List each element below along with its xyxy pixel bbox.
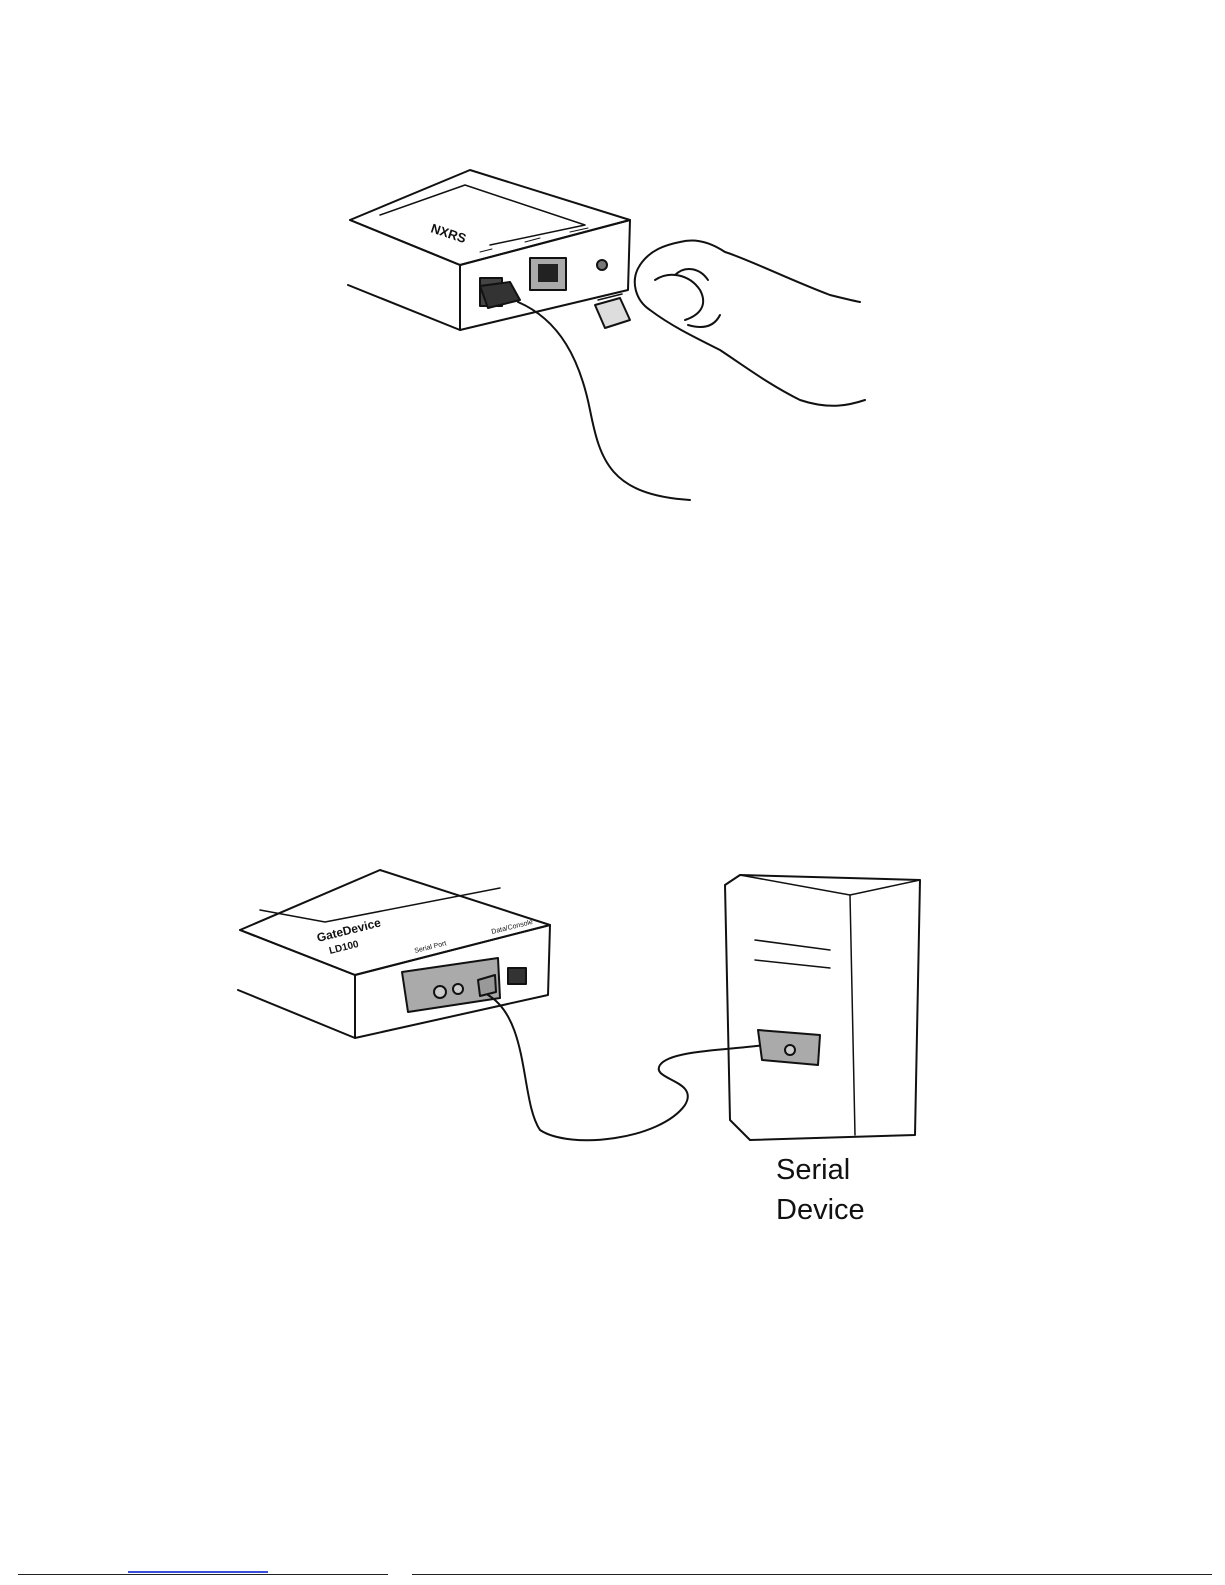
switch-label: Data/Console [491, 919, 534, 936]
caption-line-1: Serial [776, 1150, 865, 1190]
network-cable-illustration: NXRS [330, 160, 880, 520]
footer-rule-left [18, 1574, 388, 1575]
cable [518, 302, 690, 500]
hand [640, 240, 860, 302]
held-connector [595, 298, 630, 328]
serial-cable-illustration: GateDevice LD100 Serial Port Data/Consol… [230, 850, 930, 1150]
footer-link-rule [128, 1571, 268, 1573]
device-top-surface [350, 170, 630, 265]
serial-device-tower [725, 875, 920, 1140]
device-logo: NXRS [429, 221, 468, 247]
plugged-connector [480, 282, 520, 308]
serial-cable [488, 995, 765, 1140]
power-jack [597, 260, 607, 270]
device-logo-line2: LD100 [328, 939, 360, 957]
data-console-switch [508, 968, 526, 984]
footer-rule-right [412, 1574, 1212, 1575]
caption-line-2: Device [776, 1190, 865, 1230]
serial-device-caption: Serial Device [776, 1150, 865, 1230]
serial-device-top-surface [240, 870, 550, 975]
